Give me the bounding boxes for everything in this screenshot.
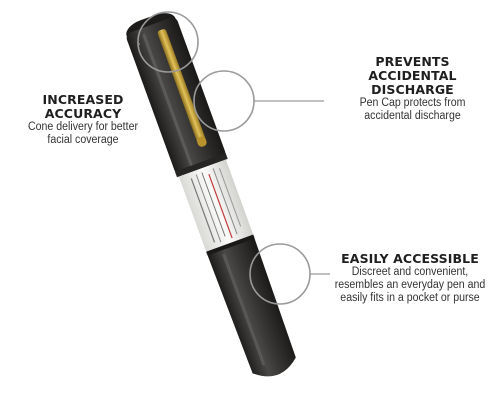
callout-heading: INCREASED ACCURACY	[42, 92, 124, 121]
pen-cap-ring	[174, 153, 228, 178]
pen-barrel	[206, 234, 296, 377]
callout-body-line: Cone delivery for better	[28, 121, 138, 133]
pen-cap-shine	[142, 33, 193, 167]
callout-body-line: facial coverage	[47, 133, 119, 146]
pen-label-print	[190, 168, 242, 243]
callout-heading-line: ACCIDENTAL	[368, 68, 457, 83]
pen-clip	[157, 29, 206, 144]
pen-barrel-shine	[222, 253, 266, 366]
callout-body-line: resembles an everyday pen and	[334, 278, 486, 291]
pen-barrel-ring	[206, 234, 255, 256]
callout-heading: PREVENTS ACCIDENTAL DISCHARGE	[325, 55, 500, 97]
callout-heading-line: PREVENTS	[375, 54, 450, 69]
callout-body-line: accidental discharge	[364, 109, 461, 122]
callout-body: Cone delivery for better facial coverage	[14, 121, 152, 147]
callout-easily-accessible: EASILY ACCESSIBLE Discreet and convenien…	[320, 252, 500, 305]
callout-increased-accuracy: INCREASED ACCURACY Cone delivery for bet…	[8, 93, 158, 147]
callout-body: Pen Cap protects from accidental dischar…	[332, 97, 493, 123]
callout-prevents-discharge: PREVENTS ACCIDENTAL DISCHARGE Pen Cap pr…	[325, 55, 500, 123]
callout-heading-line: DISCHARGE	[371, 82, 454, 97]
callout-body-line: Pen Cap protects from	[359, 97, 466, 109]
callout-body: Discreet and convenient, resembles an ev…	[327, 266, 493, 305]
pen-label	[178, 159, 254, 252]
circle-outline-icon	[137, 11, 199, 73]
callout-heading: EASILY ACCESSIBLE	[341, 251, 479, 266]
callout-body-line: easily fits in a pocket or purse	[340, 291, 480, 304]
pen-clip-tip	[196, 136, 207, 147]
pen	[126, 13, 296, 377]
callout-body-line: Discreet and convenient,	[351, 266, 469, 278]
